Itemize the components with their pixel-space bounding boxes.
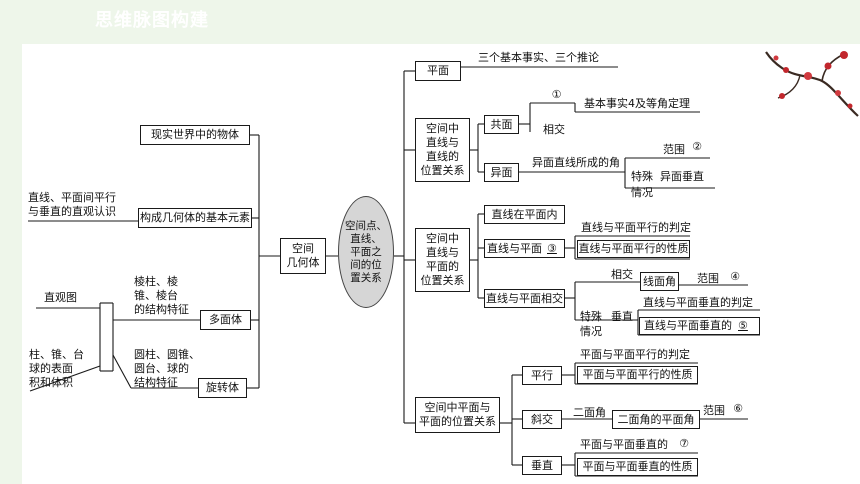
range-4-label: 范围: [697, 272, 719, 285]
lp-perp-prop-label: 直线与平面垂直的: [644, 319, 732, 332]
pp-parallel-judge-text: 平面与平面平行的判定: [580, 348, 690, 361]
range-2-label: 范围: [663, 143, 685, 156]
plane-desc-text: 三个基本事实、三个推论: [478, 51, 599, 64]
vertical-node: 垂直: [522, 456, 562, 475]
intersect-text: 相交: [543, 123, 565, 136]
pp-perp-text: 平面与平面垂直的: [580, 438, 668, 451]
pp-parallel-prop-node: 平面与平面平行的性质: [577, 366, 698, 384]
plane-plane-relation-node: 空间中平面与 平面的位置关系: [415, 397, 500, 433]
case-2-text: 情况: [580, 325, 602, 338]
polyhedron-node: 多面体: [200, 310, 251, 330]
case-text: 情况: [631, 186, 653, 199]
lp-parallel-judge-text: 直线与平面平行的判定: [581, 221, 691, 234]
dihedral-plane-angle-node: 二面角的平面角: [612, 410, 700, 429]
dihedral-text: 二面角: [573, 406, 606, 419]
line-plane-intersect-node: 直线与平面相交: [484, 289, 565, 308]
range-6-label: 范围: [703, 404, 725, 417]
center-topic-ellipse: 空间点、 直线、 平面之 间的位 置关系: [338, 196, 394, 308]
blank-6: ⑥: [733, 402, 743, 415]
intuition-text: 直线、平面间平行 与垂直的直观认识: [28, 191, 116, 218]
axiom4-text: 基本事实4及等角定理: [584, 97, 690, 110]
blank-1: ①: [551, 88, 562, 101]
blank-7: ⑦: [679, 437, 689, 450]
intersect-2-text: 相交: [611, 268, 633, 281]
pp-perp-prop-node: 平面与平面垂直的性质: [577, 458, 698, 476]
plum-blossom-decoration: [765, 51, 859, 117]
blank-4: ④: [730, 270, 740, 283]
lp-parallel-prop-node: 直线与平面平行的性质: [577, 240, 690, 258]
special-perp-text: 特殊 异面垂直: [631, 170, 704, 183]
parallel-node: 平行: [522, 366, 562, 385]
blank-5: ⑤: [738, 319, 748, 332]
oblique-node: 斜交: [522, 410, 562, 429]
real-world-objects-node: 现实世界中的物体: [140, 125, 250, 145]
coplanar-node: 共面: [484, 115, 519, 134]
line-in-plane-node: 直线在平面内: [484, 205, 565, 224]
intuitive-graph-text: 直观图: [44, 291, 77, 304]
solid-geometry-node: 空间 几何体: [280, 238, 326, 274]
blank-2: ②: [692, 140, 702, 153]
blank-3: ③: [547, 241, 557, 255]
rotation-body-node: 旋转体: [198, 378, 247, 398]
line-plane-parallel-node: 直线与平面 ③: [484, 239, 565, 258]
prism-features-text: 棱柱、棱 锥、棱台 的结构特征: [134, 275, 189, 316]
basic-elements-node: 构成几何体的基本元素: [138, 208, 252, 228]
plane-node: 平面: [415, 61, 461, 81]
slide-title: 思维脉图构建: [95, 10, 209, 31]
special-2-text: 特殊: [580, 310, 602, 323]
skew-node: 异面: [484, 163, 519, 182]
lp-perp-judge-text: 直线与平面垂直的判定: [643, 296, 753, 309]
surface-volume-text: 柱、锥、台 球的表面 积和体积: [29, 348, 84, 389]
line-plane-relation-node: 空间中 直线与 平面的 位置关系: [415, 228, 470, 292]
line-plane-parallel-label: 直线与平面: [487, 241, 542, 255]
perp-2-text: 垂直: [611, 310, 633, 323]
line-line-relation-node: 空间中 直线与 直线的 位置关系: [415, 118, 470, 182]
lp-perp-prop-node: 直线与平面垂直的 ⑤: [639, 317, 760, 335]
cylinder-features-text: 圆柱、圆锥、 圆台、球的 结构特征: [134, 348, 200, 389]
skew-angle-text: 异面直线所成的角: [532, 156, 620, 169]
line-plane-angle-node: 线面角: [640, 272, 679, 291]
